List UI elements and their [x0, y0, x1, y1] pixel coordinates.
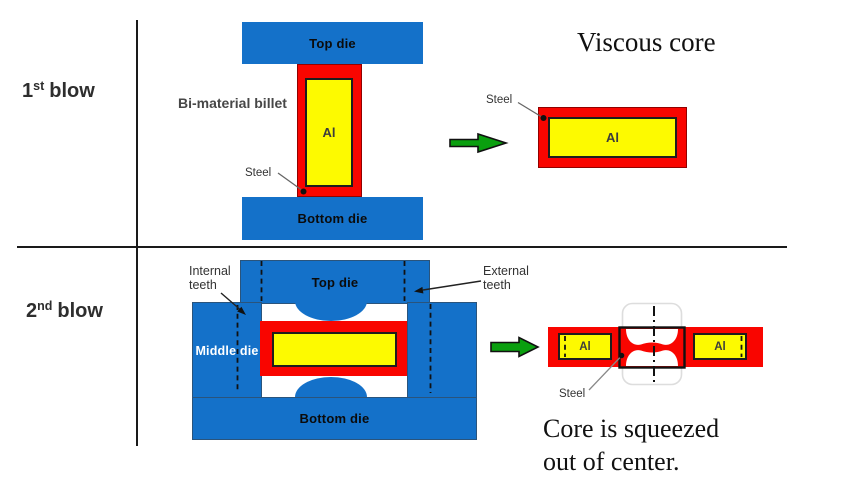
external-teeth-label: External teeth [483, 264, 529, 292]
row2-middle-die-right [407, 302, 477, 399]
row1-blow-ordinal: st [33, 79, 45, 93]
row2-blow-ordinal: nd [37, 299, 53, 313]
row1-steel-label: Steel [245, 167, 272, 179]
row2-middle-die-left: Middle die [192, 302, 262, 399]
arrow-line [422, 280, 482, 291]
external-teeth-line1: External [483, 264, 529, 278]
row2-result-steel-label: Steel [559, 388, 586, 400]
row2-result-al-right-label: Al [714, 340, 726, 353]
row2-bottom-die-label: Bottom die [299, 411, 370, 426]
core-squeezed-caption: Core is squeezed out of center. [543, 412, 719, 478]
row1-top-die-label: Top die [309, 35, 356, 51]
row2-billet-al-core [272, 332, 397, 367]
row2-bottom-die-tooth [295, 377, 367, 397]
row2-middle-die-label: Middle die [195, 343, 259, 358]
row1-result-al-label: Al [606, 130, 619, 145]
viscous-core-title: Viscous core [577, 27, 716, 57]
row2-top-die: Top die [240, 260, 430, 304]
row1-al-label: Al [322, 125, 336, 140]
row2-result-al-left: Al [558, 333, 612, 360]
internal-teeth-label: Internal teeth [189, 264, 231, 292]
vertical-divider [135, 20, 138, 446]
row1-bottom-die-label: Bottom die [297, 211, 368, 226]
caption-line2: out of center. [543, 447, 680, 476]
horizontal-divider [17, 245, 787, 248]
row1-result-al-core: Al [548, 117, 677, 158]
row1-blow-number: 1 [22, 80, 34, 102]
row1-billet-al-core: Al [305, 78, 353, 187]
internal-teeth-line2: teeth [189, 277, 217, 292]
row2-bottom-die: Bottom die [192, 397, 477, 440]
row1-bottom-die: Bottom die [242, 197, 423, 240]
row2-result-al-right: Al [693, 333, 747, 360]
caption-line1: Core is squeezed [543, 414, 720, 443]
internal-teeth-line1: Internal [189, 264, 231, 278]
row1-green-arrow-icon [449, 132, 509, 154]
row2-top-die-label: Top die [311, 274, 359, 290]
bi-material-billet-label: Bi-material billet [178, 95, 287, 111]
row1-result-steel-label: Steel [486, 94, 513, 106]
external-teeth-line2: teeth [483, 277, 511, 292]
row1-blow-word: blow [49, 80, 95, 102]
row1-top-die: Top die [242, 22, 423, 64]
row2-blow-word: blow [57, 300, 103, 322]
row2-blow-number: 2 [26, 300, 38, 322]
row2-top-die-tooth [295, 301, 367, 321]
row2-green-arrow-icon [490, 336, 540, 358]
row2-result-al-left-label: Al [579, 340, 591, 353]
